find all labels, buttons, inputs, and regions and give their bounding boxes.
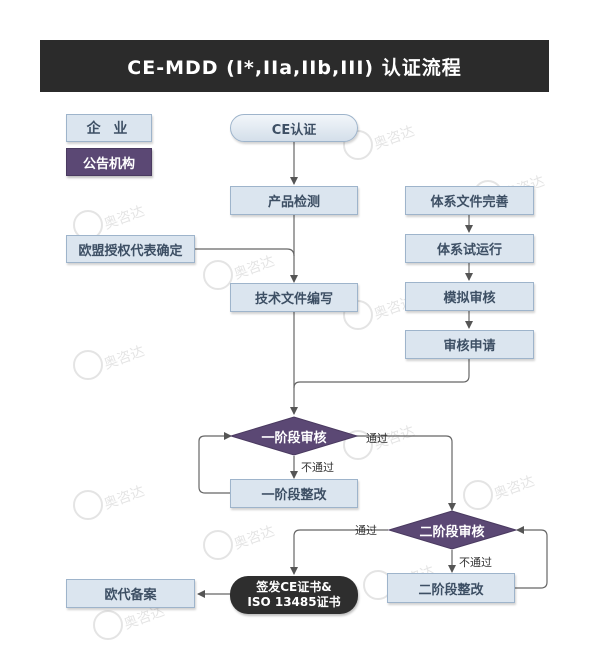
issue-cert-line1: 签发CE证书& [256,580,332,594]
edge-label-stage1-pass: 通过 [366,432,388,445]
node-audit-apply: 审核申请 [405,330,534,359]
edge-stage2-pass [290,529,388,575]
edge-stage1-pass [356,435,456,511]
watermark-logo: 奥咨达 [70,480,160,534]
watermark-logo: 奥咨达 [460,470,550,524]
watermark-logo: 奥咨达 [340,120,430,174]
edge-label-stage1-fail: 不通过 [301,461,334,474]
diagram-title: CE-MDD (I*,IIa,IIb,III) 认证流程 [40,40,549,92]
node-eu-rep: 欧盟授权代表确定 [66,235,195,263]
node-ce-cert: CE认证 [230,114,358,142]
stage1-audit-diamond [229,416,359,456]
watermark-logo: 奥咨达 [200,520,290,574]
edge-stage2-fix-loop [515,526,548,589]
node-system-trial: 体系试运行 [405,234,534,263]
node-stage2-fix: 二阶段整改 [387,573,515,603]
stage2-audit-label: 二阶段审核 [419,524,485,540]
watermark-logo: 奥咨达 [340,420,430,474]
node-eu-rep-filing: 欧代备案 [66,579,195,608]
issue-cert-line2: ISO 13485证书 [247,595,341,609]
edge-label-stage2-fail: 不通过 [459,556,492,569]
edge-stage1-fix-loop [198,432,232,494]
edge-apply-to-stage1 [293,359,470,389]
legend-company: 企 业 [66,114,152,142]
node-issue-certificates: 签发CE证书& ISO 13485证书 [230,576,358,614]
node-mock-audit: 模拟审核 [405,282,534,311]
watermark-logo: 奥咨达 [200,250,290,304]
legend-notified-body: 公告机构 [66,148,152,176]
edge-label-stage2-pass: 通过 [355,524,377,537]
node-tech-doc: 技术文件编写 [230,283,358,312]
stage1-audit-label: 一阶段审核 [261,430,327,446]
node-product-test: 产品检测 [230,186,358,215]
edge-eurep-to-techdoc [195,248,295,257]
node-stage1-fix: 一阶段整改 [230,479,358,508]
stage2-audit-diamond [387,510,518,550]
watermark-logo: 奥咨达 [70,340,160,394]
node-system-docs: 体系文件完善 [405,186,534,215]
